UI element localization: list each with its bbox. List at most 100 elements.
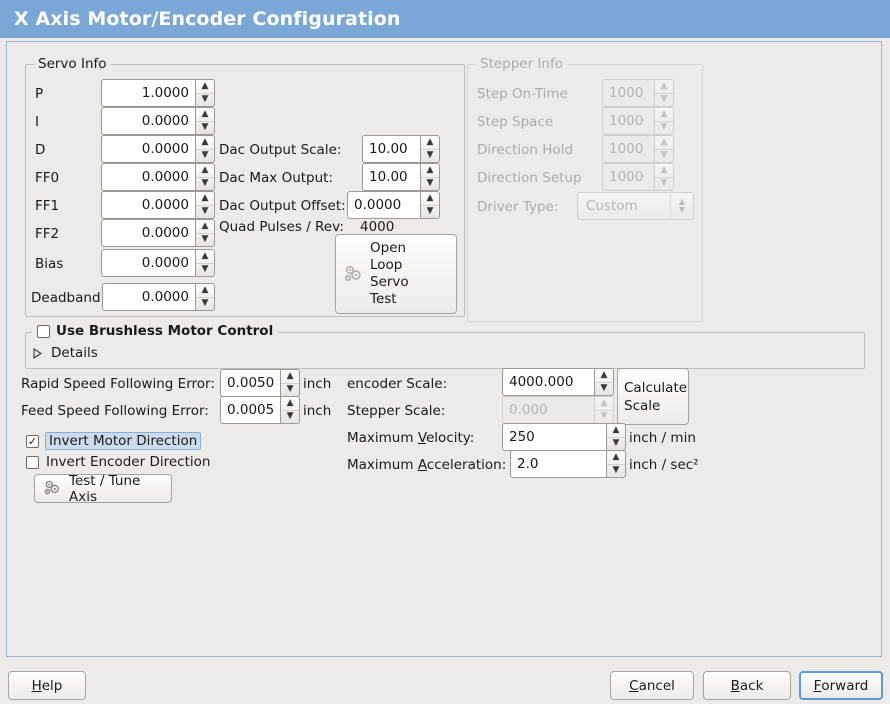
- details-expander[interactable]: Details: [33, 345, 98, 361]
- dac-output-offset-spin[interactable]: 0.0000 ▲▼: [347, 191, 440, 219]
- spin-down-icon[interactable]: ▼: [421, 204, 439, 219]
- brushless-checkbox-wrap[interactable]: Use Brushless Motor Control: [32, 324, 279, 341]
- spin-up-icon[interactable]: ▲: [201, 108, 209, 119]
- dac-max-output-value[interactable]: 10.00: [362, 163, 420, 191]
- encoder-scale-value[interactable]: 4000.000: [502, 368, 594, 396]
- maximum-velocity-spin[interactable]: 250 ▲▼: [502, 423, 626, 451]
- servo-spin-i-buttons[interactable]: ▲▼: [195, 107, 215, 135]
- maximum-acceleration-spin[interactable]: 2.0 ▲▼: [510, 450, 626, 478]
- servo-spin-d[interactable]: 0.0000 ▲▼: [101, 135, 215, 163]
- feed-error-spin[interactable]: 0.0005 ▲▼: [220, 396, 300, 424]
- direction-hold-buttons: ▲▼: [654, 135, 674, 163]
- feed-error-value[interactable]: 0.0005: [220, 396, 281, 424]
- spin-up-icon[interactable]: ▲: [286, 397, 294, 408]
- spin-up-icon[interactable]: ▲: [426, 164, 434, 175]
- invert-encoder-direction-checkbox[interactable]: [26, 455, 39, 469]
- spin-down-icon[interactable]: ▼: [196, 176, 214, 191]
- servo-spin-ff0-buttons[interactable]: ▲▼: [195, 163, 215, 191]
- dac-output-offset-buttons[interactable]: ▲▼: [420, 191, 440, 219]
- spin-down-icon[interactable]: ▼: [196, 204, 214, 219]
- calculate-scale-button[interactable]: Calculate Scale: [617, 368, 689, 425]
- spin-up-icon[interactable]: ▲: [201, 164, 209, 175]
- maximum-acceleration-value[interactable]: 2.0: [510, 450, 606, 478]
- spin-up-icon[interactable]: ▲: [426, 136, 434, 147]
- servo-spin-i[interactable]: 0.0000 ▲▼: [101, 107, 215, 135]
- servo-spin-ff2[interactable]: 0.0000 ▲▼: [101, 219, 215, 247]
- dac-output-scale-spin[interactable]: 10.00 ▲▼: [362, 135, 440, 163]
- spin-up-icon[interactable]: ▲: [201, 250, 209, 261]
- test-tune-axis-button[interactable]: Test / Tune Axis: [34, 473, 172, 505]
- invert-encoder-direction-row[interactable]: Invert Encoder Direction: [26, 454, 210, 470]
- spin-up-icon[interactable]: ▲: [426, 192, 434, 203]
- dac-max-output-spin[interactable]: 10.00 ▲▼: [362, 163, 440, 191]
- spin-up-icon[interactable]: ▲: [286, 370, 294, 381]
- servo-value-ff0[interactable]: 0.0000: [101, 163, 195, 191]
- spin-down-icon[interactable]: ▼: [281, 409, 299, 424]
- feed-error-buttons[interactable]: ▲▼: [280, 396, 300, 424]
- servo-spin-bias-buttons[interactable]: ▲▼: [195, 249, 215, 277]
- rapid-error-spin[interactable]: 0.0050 ▲▼: [220, 369, 300, 397]
- spin-down-icon[interactable]: ▼: [595, 381, 613, 396]
- spin-up-icon[interactable]: ▲: [612, 451, 620, 462]
- spin-up-icon[interactable]: ▲: [201, 220, 209, 231]
- spin-down-icon[interactable]: ▼: [281, 382, 299, 397]
- servo-value-d[interactable]: 0.0000: [101, 135, 195, 163]
- invert-motor-direction-checkbox[interactable]: ✓: [26, 434, 39, 448]
- servo-value-bias[interactable]: 0.0000: [101, 249, 195, 277]
- servo-value-ff2[interactable]: 0.0000: [101, 219, 195, 247]
- rapid-error-value[interactable]: 0.0050: [220, 369, 281, 397]
- servo-spin-bias[interactable]: 0.0000 ▲▼: [101, 249, 215, 277]
- servo-spin-p-buttons[interactable]: ▲▼: [195, 79, 215, 107]
- spin-up-icon[interactable]: ▲: [612, 424, 620, 435]
- servo-value-ff1[interactable]: 0.0000: [101, 191, 195, 219]
- spin-down-icon[interactable]: ▼: [607, 436, 625, 451]
- spin-down-icon[interactable]: ▼: [196, 232, 214, 247]
- open-loop-servo-test-button[interactable]: Open Loop Servo Test: [335, 234, 457, 314]
- dac-output-offset-label: Dac Output Offset:: [219, 198, 346, 214]
- encoder-scale-buttons[interactable]: ▲▼: [594, 368, 614, 396]
- servo-spin-p[interactable]: 1.0000 ▲▼: [101, 79, 215, 107]
- spin-down-icon[interactable]: ▼: [196, 262, 214, 277]
- direction-hold-spin: 1000 ▲▼: [602, 135, 674, 163]
- spin-down-icon[interactable]: ▼: [196, 148, 214, 163]
- use-brushless-checkbox[interactable]: [37, 324, 50, 338]
- maximum-velocity-buttons[interactable]: ▲▼: [606, 423, 626, 451]
- spin-down-icon[interactable]: ▼: [421, 176, 439, 191]
- dac-output-scale-buttons[interactable]: ▲▼: [420, 135, 440, 163]
- servo-spin-ff1-buttons[interactable]: ▲▼: [195, 191, 215, 219]
- dac-output-offset-value[interactable]: 0.0000: [347, 191, 420, 219]
- encoder-scale-spin[interactable]: 4000.000 ▲▼: [502, 368, 614, 396]
- spin-up-icon[interactable]: ▲: [201, 80, 209, 91]
- servo-spin-ff2-buttons[interactable]: ▲▼: [195, 219, 215, 247]
- servo-value-i[interactable]: 0.0000: [101, 107, 195, 135]
- chevron-right-icon[interactable]: [33, 347, 42, 359]
- servo-spin-ff1[interactable]: 0.0000 ▲▼: [101, 191, 215, 219]
- spin-up-icon[interactable]: ▲: [201, 192, 209, 203]
- servo-spin-deadband-buttons[interactable]: ▲▼: [195, 283, 215, 311]
- invert-motor-direction-row[interactable]: ✓ Invert Motor Direction: [26, 432, 202, 450]
- servo-value-deadband[interactable]: 0.0000: [102, 283, 195, 311]
- maximum-velocity-value[interactable]: 250: [502, 423, 606, 451]
- spin-down-icon[interactable]: ▼: [421, 148, 439, 163]
- spin-down-icon[interactable]: ▼: [196, 296, 214, 311]
- dac-output-scale-value[interactable]: 10.00: [362, 135, 420, 163]
- spin-up-icon[interactable]: ▲: [600, 369, 608, 380]
- servo-value-p[interactable]: 1.0000: [101, 79, 195, 107]
- servo-spin-d-buttons[interactable]: ▲▼: [195, 135, 215, 163]
- spin-down-icon[interactable]: ▼: [607, 463, 625, 478]
- calculate-scale-line-1: Calculate: [624, 379, 688, 396]
- rapid-error-buttons[interactable]: ▲▼: [280, 369, 300, 397]
- servo-label-deadband: Deadband: [31, 290, 101, 306]
- spin-down-icon[interactable]: ▼: [196, 92, 214, 107]
- servo-spin-deadband[interactable]: 0.0000 ▲▼: [102, 283, 215, 311]
- servo-spin-ff0[interactable]: 0.0000 ▲▼: [101, 163, 215, 191]
- dac-max-output-buttons[interactable]: ▲▼: [420, 163, 440, 191]
- spin-down-icon[interactable]: ▼: [196, 120, 214, 135]
- spin-up-icon[interactable]: ▲: [201, 136, 209, 147]
- maximum-acceleration-buttons[interactable]: ▲▼: [606, 450, 626, 478]
- spin-up-icon[interactable]: ▲: [201, 284, 209, 295]
